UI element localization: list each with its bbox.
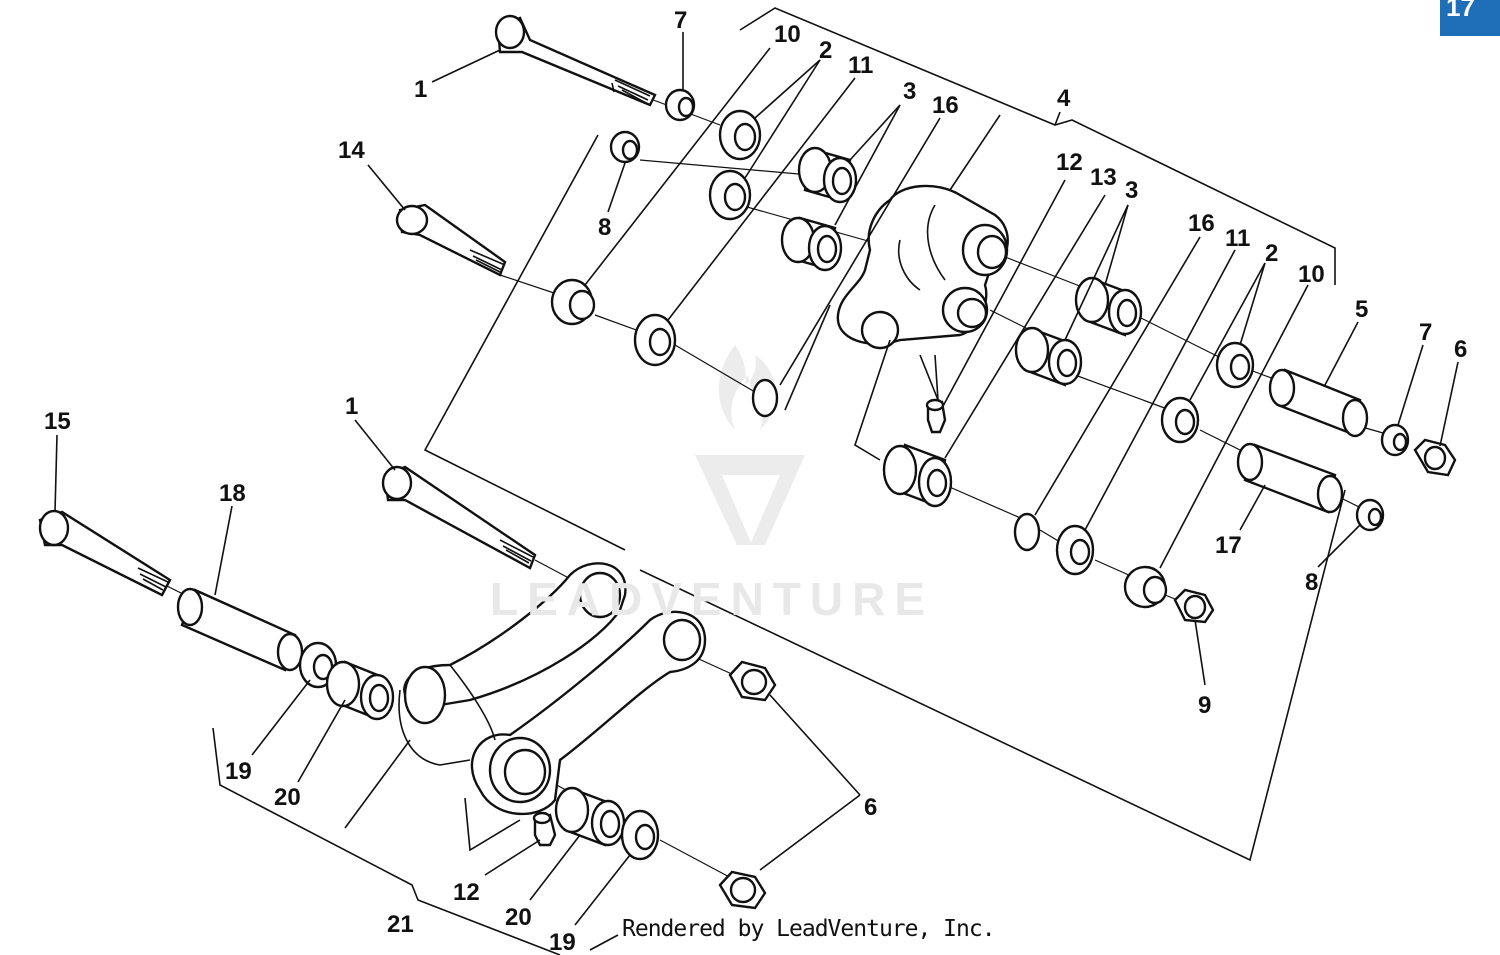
nut-part-6-lower-top: [728, 660, 777, 702]
seal-part-2-right: [1160, 341, 1255, 444]
nut-part-9: [1173, 588, 1215, 624]
callout-13: 13: [1090, 164, 1117, 191]
callout-17: 17: [1215, 532, 1242, 559]
circlip-part-16-left: [751, 378, 779, 418]
callout-labels: 1 7 10 2 11 3 16 4 14 8 12 13 3 16 11 2 …: [44, 7, 1467, 955]
callout-11-right: 11: [1225, 225, 1250, 252]
callout-3-top: 3: [903, 78, 916, 105]
callout-19-left: 19: [225, 758, 252, 785]
callout-10-top: 10: [774, 21, 801, 48]
callout-16-top: 16: [932, 92, 959, 119]
watermark-text: LEADVENTURE: [490, 573, 935, 625]
nut-part-6-right: [1413, 438, 1457, 477]
callout-1-lower: 1: [345, 393, 358, 420]
collar-part-10-right: [1123, 565, 1168, 609]
bearing-part-20-left: [325, 660, 395, 721]
washer-part-7-right: [1380, 423, 1410, 457]
nut-part-6-lower-bottom: [718, 870, 767, 910]
callout-14: 14: [338, 137, 365, 164]
sleeve-part-5: [1268, 368, 1369, 438]
callout-11-top: 11: [848, 52, 873, 79]
callout-18: 18: [219, 480, 246, 507]
render-credit: Rendered by LeadVenture, Inc.: [622, 916, 996, 942]
callout-21: 21: [387, 911, 414, 938]
callout-3-right: 3: [1125, 177, 1138, 204]
callout-20-left: 20: [274, 784, 301, 811]
grease-fitting-part-12-lower: [532, 811, 557, 847]
callout-15: 15: [44, 408, 71, 435]
seal-part-2-upper: [708, 109, 762, 221]
seal-part-11-right: [1055, 524, 1095, 576]
bearing-part-20-right: [554, 786, 626, 847]
callout-10-right: 10: [1298, 261, 1325, 288]
circlip-part-16-right: [1013, 512, 1041, 552]
callout-2-top: 2: [819, 37, 832, 64]
callout-19-lower: 19: [549, 929, 576, 955]
callout-7-top: 7: [674, 7, 687, 34]
callout-16-right: 16: [1188, 210, 1215, 237]
bolt-part-1-lower: [381, 465, 537, 570]
bearing-part-3-upper: [780, 146, 858, 272]
spacer-part-8-right: [1355, 498, 1385, 532]
page-badge-label: 17: [1446, 0, 1475, 22]
linkage-part-21: [398, 562, 707, 816]
callout-12-top: 12: [1056, 149, 1083, 176]
callout-2-right: 2: [1265, 240, 1278, 267]
callout-4: 4: [1057, 85, 1071, 112]
sleeve-part-18: [176, 587, 304, 672]
callout-9: 9: [1198, 692, 1211, 719]
rocker-arm-part-4: [836, 184, 1009, 350]
seal-part-19-right: [620, 809, 660, 861]
washer-part-7-top: [664, 88, 696, 122]
callout-7-right: 7: [1419, 319, 1432, 346]
grease-fitting-part-12-upper: [925, 398, 947, 434]
bearing-part-3-right: [1014, 276, 1143, 387]
watermark-logo: [695, 345, 805, 545]
bolt-part-15: [38, 509, 172, 597]
sleeve-part-17: [1236, 442, 1344, 514]
callout-1-top: 1: [414, 76, 427, 103]
bolt-part-14: [395, 203, 507, 277]
collar-part-10-left: [550, 278, 596, 326]
bearing-part-13: [882, 443, 953, 508]
callout-6-right: 6: [1454, 336, 1467, 363]
callout-8-left: 8: [598, 214, 611, 241]
callout-8-right: 8: [1305, 569, 1318, 596]
leader-lines: [54, 7, 1459, 955]
callout-5: 5: [1355, 296, 1368, 323]
bolt-part-1-top: [494, 14, 657, 107]
callout-12-lower: 12: [453, 879, 480, 906]
page-badge[interactable]: 17: [1440, 0, 1500, 36]
spacer-part-8-left: [609, 130, 641, 164]
callout-6-lower: 6: [864, 794, 877, 821]
callout-20-lower: 20: [505, 904, 532, 931]
seal-part-11-left: [633, 313, 677, 367]
